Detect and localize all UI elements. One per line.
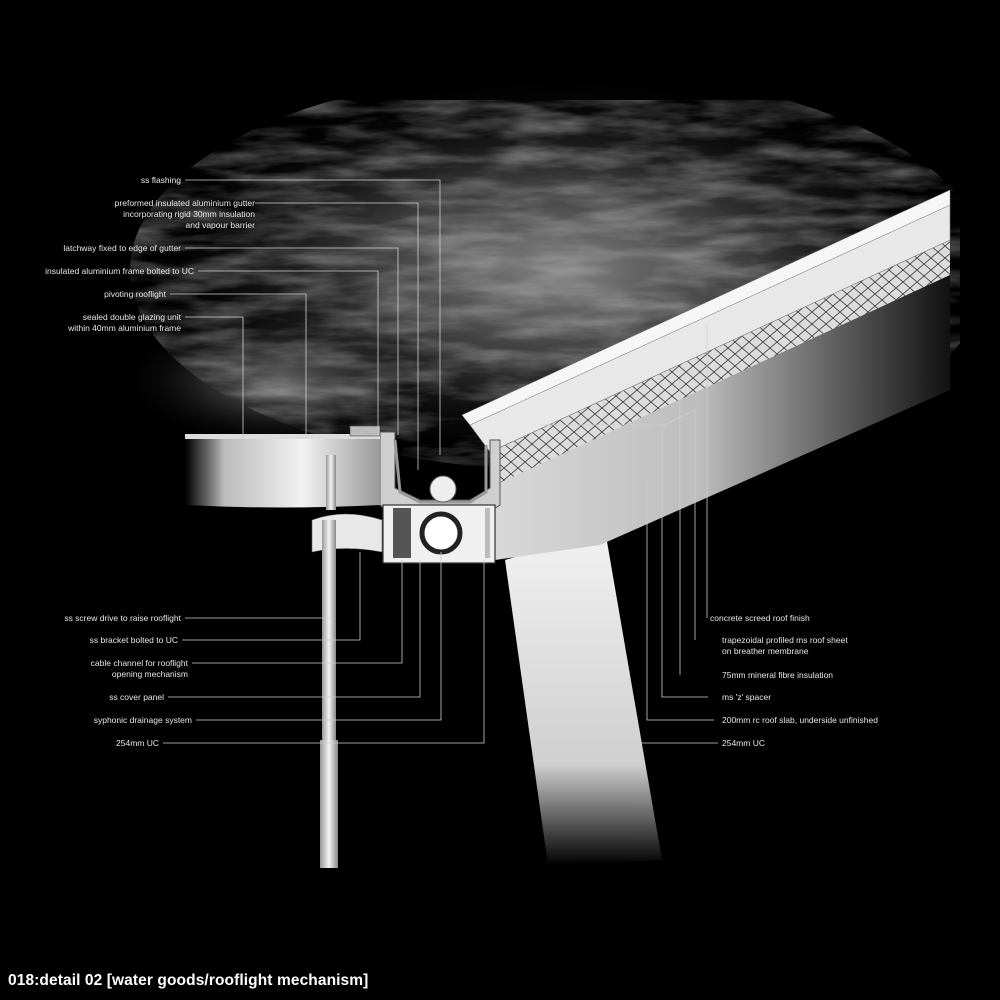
label-cable-channel: cable channel for rooflight opening mech… [90,658,188,679]
leader-ss-flashing [185,179,441,455]
label-cover-panel: ss cover panel [109,692,164,702]
label-z-spacer: ms 'z' spacer [722,692,772,702]
leader-frame [198,270,379,435]
rooflight-disc [185,425,381,508]
leader-roof-sheet [540,409,696,640]
gutter-section [379,431,501,519]
label-mineral-fibre: 75mm mineral fibre insulation [722,670,834,680]
drainage-box [382,504,496,564]
label-roof-sheet: trapezoidal profiled ms roof sheet on br… [722,635,848,656]
leader-cable-channel [192,560,403,664]
label-ss-bracket: ss bracket bolted to UC [89,635,178,645]
label-screw-drive: ss screw drive to raise rooflight [64,613,181,623]
leader-z-spacer [661,425,708,698]
label-rc-slab: 200mm rc roof slab, underside unfinished [722,715,878,725]
label-uc-right: 254mm UC [722,738,765,748]
label-insulated-gutter: preformed insulated aluminium gutter inc… [114,198,255,230]
leader-gutter [255,202,419,470]
leader-latchway [185,247,399,435]
leader-syphonic [196,552,442,721]
leader-slab [646,480,714,721]
label-ss-flashing: ss flashing [140,175,181,185]
leader-cover-panel [168,560,421,698]
leader-bracket [182,552,361,641]
screw-drive-pole [311,455,383,868]
roof-slab [461,189,951,560]
drawing-caption: 018:detail 02 [water goods/rooflight mec… [8,972,369,989]
label-pivoting-rooflight: pivoting rooflight [104,289,166,299]
uc-column-right [505,530,662,865]
label-glazing-unit: sealed double glazing unit within 40mm a… [68,312,181,333]
label-screed-finish: concrete screed roof finish [710,613,810,623]
label-syphonic-drainage: syphonic drainage system [93,715,192,725]
label-uc-left: 254mm UC [116,738,159,748]
leader-lines [163,179,718,744]
label-aluminium-frame: insulated aluminium frame bolted to UC [45,266,194,276]
label-latchway: latchway fixed to edge of gutter [63,243,181,253]
leader-pivoting-rooflight [170,293,307,438]
leader-glazing-unit [185,316,244,438]
leader-uc-left [163,560,485,744]
